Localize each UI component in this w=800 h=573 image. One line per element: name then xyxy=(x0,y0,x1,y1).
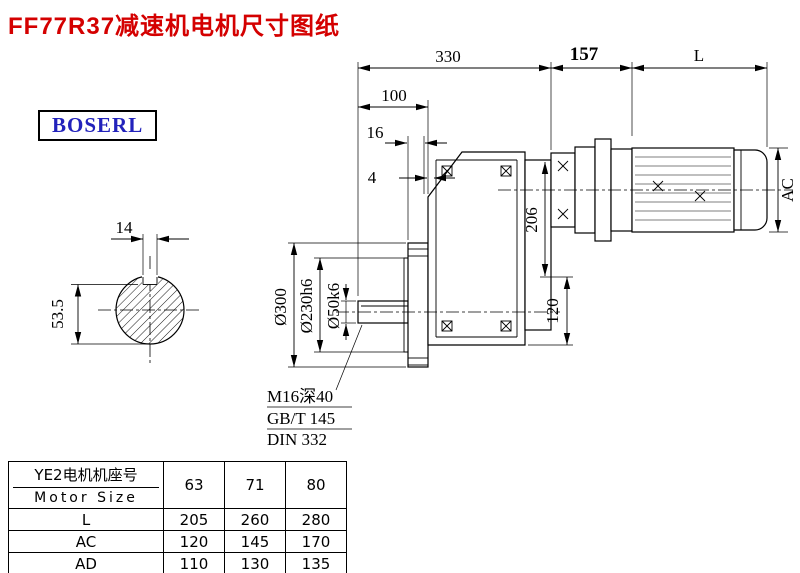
dim-14: 14 xyxy=(116,218,134,237)
brand-text: BOSERL xyxy=(52,113,144,137)
dim-100: 100 xyxy=(381,86,407,105)
table-header-cell: YE2电机机座号 Motor Size xyxy=(8,461,164,509)
dim-157: 157 xyxy=(570,44,599,65)
gear-unit-side-view xyxy=(357,138,768,368)
dim-L: L xyxy=(694,46,704,65)
dimension-lines: 330 157 L 100 16 4 AC 206 xyxy=(271,44,797,368)
table-row-AD: AD 110 130 135 xyxy=(8,552,347,573)
note-gbt145: GB/T 145 xyxy=(267,409,335,428)
gearbox-housing xyxy=(427,151,526,346)
cell-L-71: 260 xyxy=(224,508,286,531)
motor-size-table: YE2电机机座号 Motor Size 63 71 80 L 205 260 2… xyxy=(8,461,347,573)
page-title: FF77R37减速机电机尺寸图纸 xyxy=(8,13,341,40)
cell-AD-80: 135 xyxy=(285,552,347,573)
cell-AD-63: 110 xyxy=(163,552,225,573)
table-row-AC: AC 120 145 170 xyxy=(8,530,347,553)
cell-AC-71: 145 xyxy=(224,530,286,553)
dim-dia300: Ø300 xyxy=(271,288,290,326)
size-column-63: 63 xyxy=(163,461,225,509)
dim-dia230: Ø230h6 xyxy=(297,279,316,334)
cell-AC-63: 120 xyxy=(163,530,225,553)
row-label-AD: AD xyxy=(8,552,164,573)
cell-L-80: 280 xyxy=(285,508,347,531)
table-header-en: Motor Size xyxy=(34,490,138,506)
cell-AC-80: 170 xyxy=(285,530,347,553)
size-column-80: 80 xyxy=(285,461,347,509)
shaft-end-notes: M16深40 GB/T 145 DIN 332 xyxy=(267,324,363,449)
table-header-row: YE2电机机座号 Motor Size 63 71 80 xyxy=(8,461,347,509)
dim-206: 206 xyxy=(522,207,541,233)
shaft-section-circle xyxy=(115,275,185,345)
dim-53-5: 53.5 xyxy=(48,299,67,329)
dim-4: 4 xyxy=(368,168,377,187)
note-m16: M16深40 xyxy=(267,387,333,406)
dim-120: 120 xyxy=(543,298,562,324)
dim-330: 330 xyxy=(435,47,461,66)
size-column-71: 71 xyxy=(224,461,286,509)
table-row-L: L 205 260 280 xyxy=(8,508,347,531)
shaft-cross-section: 14 53.5 xyxy=(48,218,202,364)
row-label-L: L xyxy=(8,508,164,531)
note-din332: DIN 332 xyxy=(267,430,327,449)
row-label-AC: AC xyxy=(8,530,164,553)
bolt-boss-icon xyxy=(441,165,512,332)
cell-AD-71: 130 xyxy=(224,552,286,573)
table-header-cn: YE2电机机座号 xyxy=(13,462,159,488)
brand-logo: BOSERL xyxy=(38,110,158,141)
output-flange xyxy=(407,242,429,368)
dim-AC: AC xyxy=(778,178,797,202)
dim-16: 16 xyxy=(367,123,384,142)
dim-dia50: Ø50k6 xyxy=(324,283,343,329)
cell-L-63: 205 xyxy=(163,508,225,531)
